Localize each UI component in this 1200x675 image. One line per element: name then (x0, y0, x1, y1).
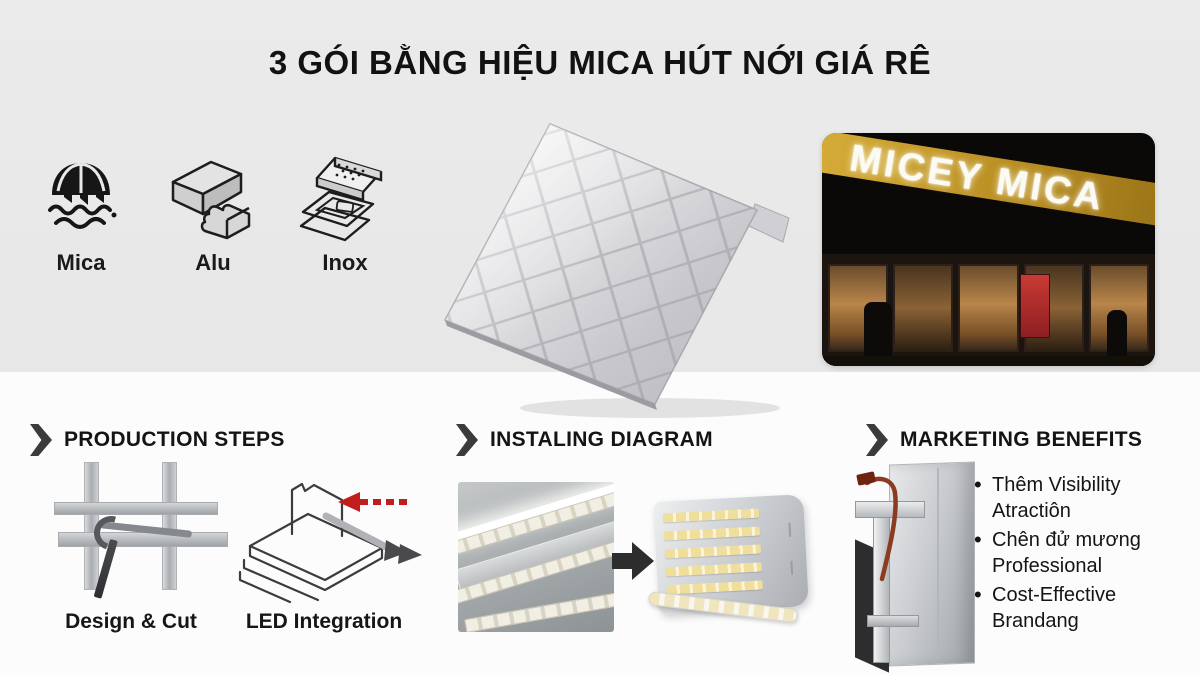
production-steps-header: PRODUCTION STEPS (30, 424, 285, 456)
led-strips-photo (458, 482, 614, 632)
step-label-design-cut: Design & Cut (65, 610, 197, 633)
material-label: Mica (56, 250, 106, 275)
material-label: Inox (322, 250, 368, 275)
led-module-strip (663, 526, 761, 541)
chevron-right-icon (30, 424, 52, 456)
section-title: INSTALING DIAGRAM (490, 428, 713, 451)
page-title: 3 GÓI BẰNG HIỆU MICA HÚT NỚI GIÁ RÊ (268, 44, 932, 81)
aluminum-blocks-icon (165, 152, 261, 244)
material-label: Alu (195, 250, 231, 275)
window-poster (1020, 274, 1050, 338)
panel-slot (788, 522, 792, 537)
material-inox: Inox (292, 152, 398, 276)
led-module-strip (665, 562, 762, 577)
benefit-item: Thêm Visibility Atractiôn (974, 472, 1146, 524)
benefits-list: Thêm Visibility Atractiôn Chên đử mương … (974, 472, 1146, 637)
material-alu: Alu (160, 152, 266, 276)
panel-slot (790, 560, 794, 575)
led-integration-drawing (238, 482, 422, 604)
materials-row: Mica Alu (28, 152, 398, 276)
led-module-strip (662, 508, 760, 523)
section-title: PRODUCTION STEPS (64, 428, 285, 451)
mounting-bracket (855, 501, 925, 518)
benefit-item: Cost-Effective Brandang (974, 582, 1146, 634)
person-silhouette (864, 302, 892, 360)
led-strip (464, 588, 614, 632)
umbrella-waves-icon (42, 152, 120, 244)
marketing-benefits-header: MARKETING BENEFITS (866, 424, 1142, 456)
step-label-led-integration: LED Integration (245, 610, 403, 633)
chevron-right-icon (456, 424, 478, 456)
frame-post (84, 462, 99, 590)
design-cut-illustration (48, 460, 228, 602)
led-module-strip (666, 580, 763, 595)
window-pane (958, 264, 1019, 352)
installing-diagram-header: INSTALING DIAGRAM (456, 424, 713, 456)
frame-post (162, 462, 177, 590)
storefront-photo: MICEY MICA (822, 133, 1155, 366)
person-silhouette (1107, 310, 1127, 360)
frame-beam (54, 502, 218, 515)
steel-sheets-icon (295, 152, 395, 244)
sign-back-illustration (845, 455, 985, 675)
power-wire (856, 471, 898, 582)
chevron-right-icon (866, 424, 888, 456)
benefit-item: Chên đử mương Professional (974, 527, 1146, 579)
frame-beam (58, 532, 228, 547)
section-title: MARKETING BENEFITS (900, 428, 1143, 451)
storefront-sign-text: MICEY MICA (846, 137, 1108, 220)
material-mica: Mica (28, 152, 134, 276)
led-module-strip (664, 544, 762, 559)
window-pane (893, 264, 954, 352)
lower-clamp (867, 615, 919, 627)
sidewalk (822, 356, 1155, 366)
mica-sheet-image (443, 123, 790, 418)
